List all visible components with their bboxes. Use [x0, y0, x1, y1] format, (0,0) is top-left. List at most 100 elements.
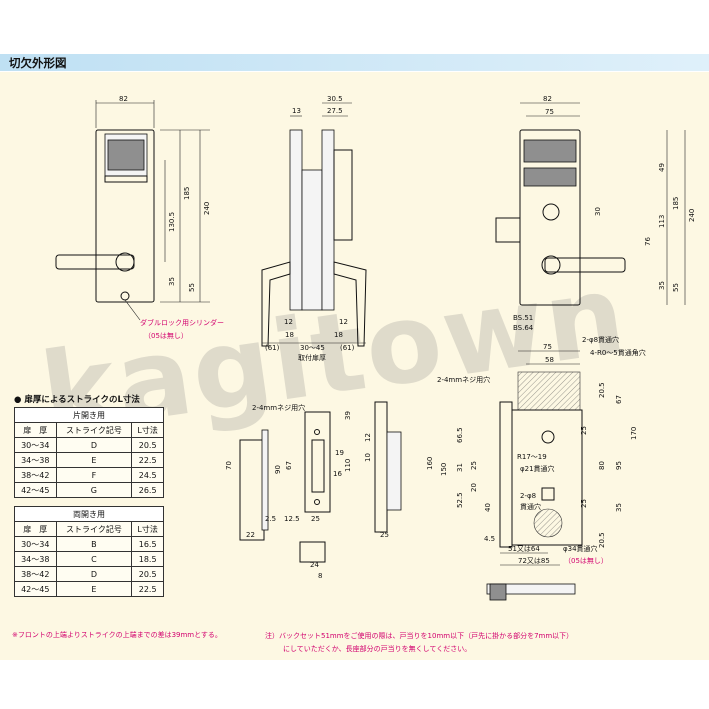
strike-screw-top	[314, 429, 320, 435]
strike-box	[239, 439, 265, 541]
back-bs64: BS.64	[513, 324, 534, 332]
back-turn	[542, 203, 560, 221]
cutout-cylinder-hole	[533, 508, 563, 538]
strike-plate	[304, 411, 331, 513]
strike-bottom-block	[299, 541, 326, 563]
cutout-h170: 170	[630, 427, 638, 440]
cutout-radius: R17～19	[517, 453, 547, 461]
strike-screw-bottom	[314, 499, 320, 505]
back-h240: 240	[688, 209, 696, 222]
cutout-thru: 貫通穴	[520, 502, 541, 511]
strike-25c: 25	[380, 531, 389, 539]
front-height-185: 185	[183, 187, 191, 200]
side-305: 30.5	[327, 95, 343, 103]
cylinder-label: ダブルロック用シリンダー	[140, 318, 224, 327]
double-caption: 両開き用	[14, 506, 164, 522]
cutout-h67: 67	[615, 395, 623, 404]
cutout-h25b: 25	[580, 426, 588, 435]
back-h35: 35	[658, 281, 666, 290]
strike-110: 110	[344, 459, 352, 472]
side-275: 27.5	[327, 107, 343, 115]
front-rose	[115, 252, 135, 272]
back-width-82: 82	[543, 95, 552, 103]
strike-22: 22	[246, 531, 255, 539]
side-3045: 30～45	[300, 344, 325, 352]
strike-tables: ● 扉厚によるストライクのL寸法 片開き用 扉 厚 ストライク記号 L寸法 30…	[14, 393, 174, 605]
back-h185: 185	[672, 197, 680, 210]
side-view: 13 30.5 27.5 12 12 18 18 (61) 30～45 (61)…	[261, 95, 367, 362]
side-thickness-label: 取付扉厚	[298, 353, 326, 362]
front-width-82: 82	[119, 95, 128, 103]
front-plate	[95, 129, 155, 303]
front-lever	[55, 254, 135, 270]
side-18a: 18	[285, 331, 294, 339]
cutout-h95: 95	[615, 461, 623, 470]
strike-125: 12.5	[284, 515, 300, 523]
back-h30: 30	[594, 207, 602, 216]
footnote-right-line2: にしていただくか、長座部分の戸当りを無くしてください。	[283, 645, 472, 653]
back-indicator	[523, 139, 577, 163]
cutout-w75: 75	[543, 343, 552, 351]
back-rose	[541, 255, 561, 275]
cutout-h160: 160	[426, 457, 434, 470]
strike-10: 10	[364, 453, 372, 462]
cutout-spindle-hole	[541, 430, 555, 444]
footnote-right-line1: 注）バックセット51mmをご使用の際は、戸当りを10mm以下（戸先に掛かる部分を…	[265, 632, 574, 640]
side-lever-left	[261, 261, 291, 347]
strike-8: 8	[318, 572, 322, 580]
side-lever-right	[333, 261, 367, 347]
cutout-front-plate	[499, 401, 513, 548]
strike-90: 90	[274, 465, 282, 474]
cutout-h205a: 20.5	[598, 382, 606, 398]
side-61b: (61)	[340, 344, 355, 352]
cutout-square-note: 4-R0～5貫通角穴	[590, 348, 646, 357]
cutout-square-hole	[541, 487, 555, 501]
thumb-turn	[107, 139, 145, 171]
side-case	[301, 169, 323, 311]
cutout-h25a: 25	[470, 461, 478, 470]
cutout-h665: 66.5	[456, 427, 464, 443]
front-height-55: 55	[188, 283, 196, 292]
cutout-latch-head	[489, 583, 507, 601]
cylinder-note: （05は無し）	[144, 331, 188, 340]
side-plate-right	[321, 129, 335, 311]
strike-25a: 2.5	[265, 515, 276, 523]
strike-side-plate	[374, 401, 388, 533]
side-12b: 12	[339, 318, 348, 326]
back-view: 82 75 49 30 113 185 240 76 55 35 BS.51 B…	[495, 95, 696, 332]
side-61a: (61)	[265, 344, 280, 352]
cutout-h80: 80	[598, 461, 606, 470]
cutout-latch-bolt	[486, 583, 576, 595]
strike-edge	[261, 429, 269, 531]
cutout-h40: 40	[484, 503, 492, 512]
section-title: 切欠外形図	[9, 56, 67, 70]
cutout-h31: 31	[456, 463, 464, 472]
strike-70: 70	[225, 461, 233, 470]
window-frame	[104, 175, 148, 183]
cutout-h35b: 35	[615, 503, 623, 512]
side-plate-left	[289, 129, 303, 311]
cutout-h205b: 20.5	[598, 532, 606, 548]
strike-screw-note: 2-4mmネジ用穴	[252, 403, 305, 412]
back-h55: 55	[672, 283, 680, 292]
cutout-phi21: φ21貫通穴	[520, 464, 555, 473]
cutout-screw-note: 2-4mmネジ用穴	[437, 375, 490, 384]
strike-12: 12	[364, 433, 372, 442]
section-header: 切欠外形図	[0, 54, 709, 71]
strike-39: 39	[344, 411, 352, 420]
cutout-phi34: φ34貫通穴	[563, 544, 598, 553]
back-lever	[544, 257, 626, 273]
strike-views: 2-4mmネジ用穴 39 12 10 16 110 90 67 19 70 2.…	[225, 401, 402, 580]
cutout-view: 75 58 2-φ8貫通穴 4-R0～5貫通角穴 2-4mmネジ用穴 20.5 …	[426, 335, 646, 601]
